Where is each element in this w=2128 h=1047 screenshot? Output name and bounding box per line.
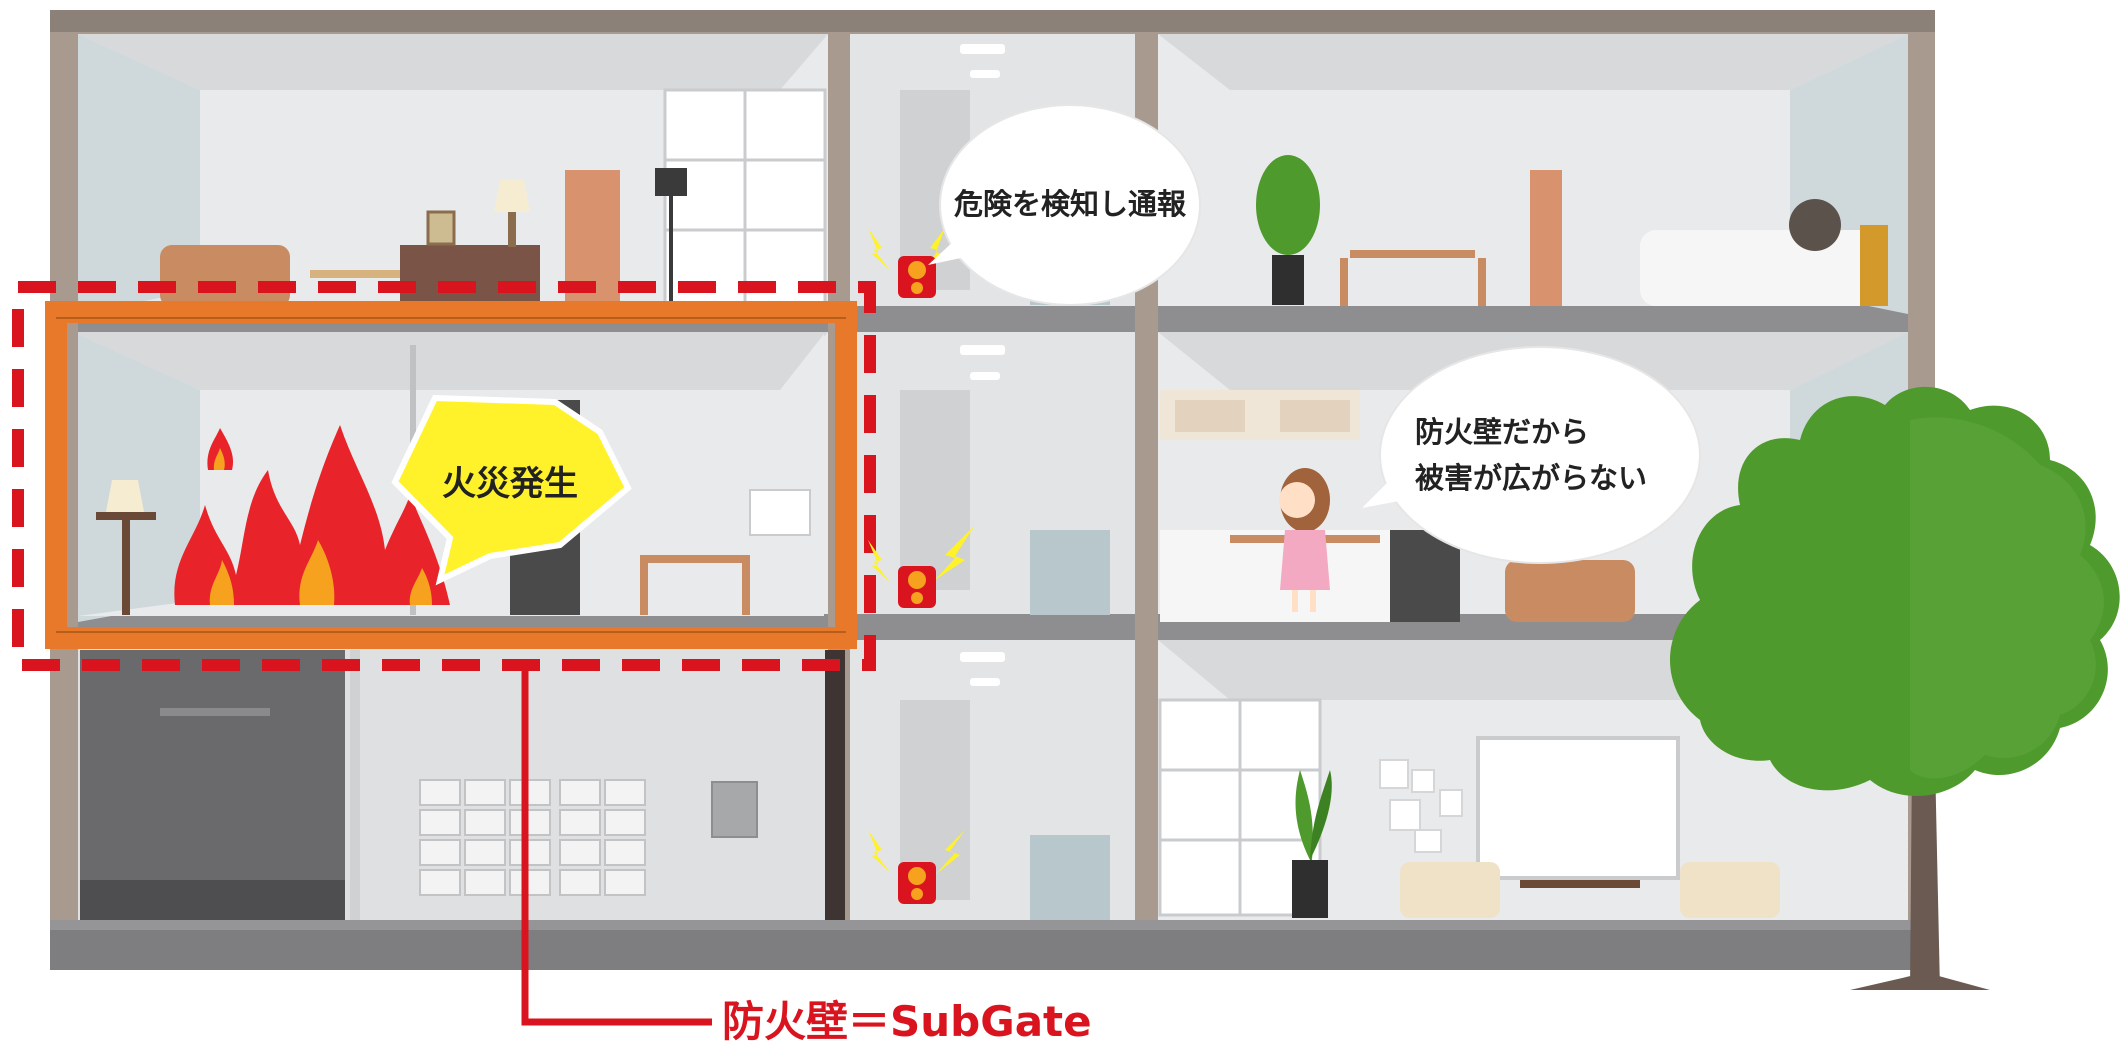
- tree-icon: [1670, 386, 2120, 990]
- fire-icon: [174, 425, 450, 605]
- caption-label: 防火壁＝SubGate: [722, 997, 1092, 1046]
- plant-icon: [1292, 770, 1332, 918]
- alarm-icon: [868, 525, 975, 608]
- person-icon: [1279, 468, 1330, 612]
- wall-text-line1: 防火壁だから: [1415, 415, 1589, 449]
- detect-bubble: 危険を検知し通報: [928, 104, 1201, 306]
- alarm-icon: [868, 830, 965, 904]
- wall-bubble: 防火壁だから 被害が広がらない: [1362, 346, 1701, 564]
- caption-connector: [521, 665, 712, 1026]
- wall-text-line2: 被害が広がらない: [1415, 461, 1647, 495]
- intercom-panel: [711, 781, 758, 838]
- firewall-dashed-outline: [12, 281, 876, 671]
- fire-bubble: 火災発生: [391, 394, 632, 586]
- potted-plant-icon: [1256, 155, 1320, 305]
- fire-text: 火災発生: [442, 464, 578, 504]
- detect-text: 危険を検知し通報: [954, 187, 1187, 221]
- alarm-icon: [868, 228, 945, 298]
- mailboxes: [419, 779, 646, 896]
